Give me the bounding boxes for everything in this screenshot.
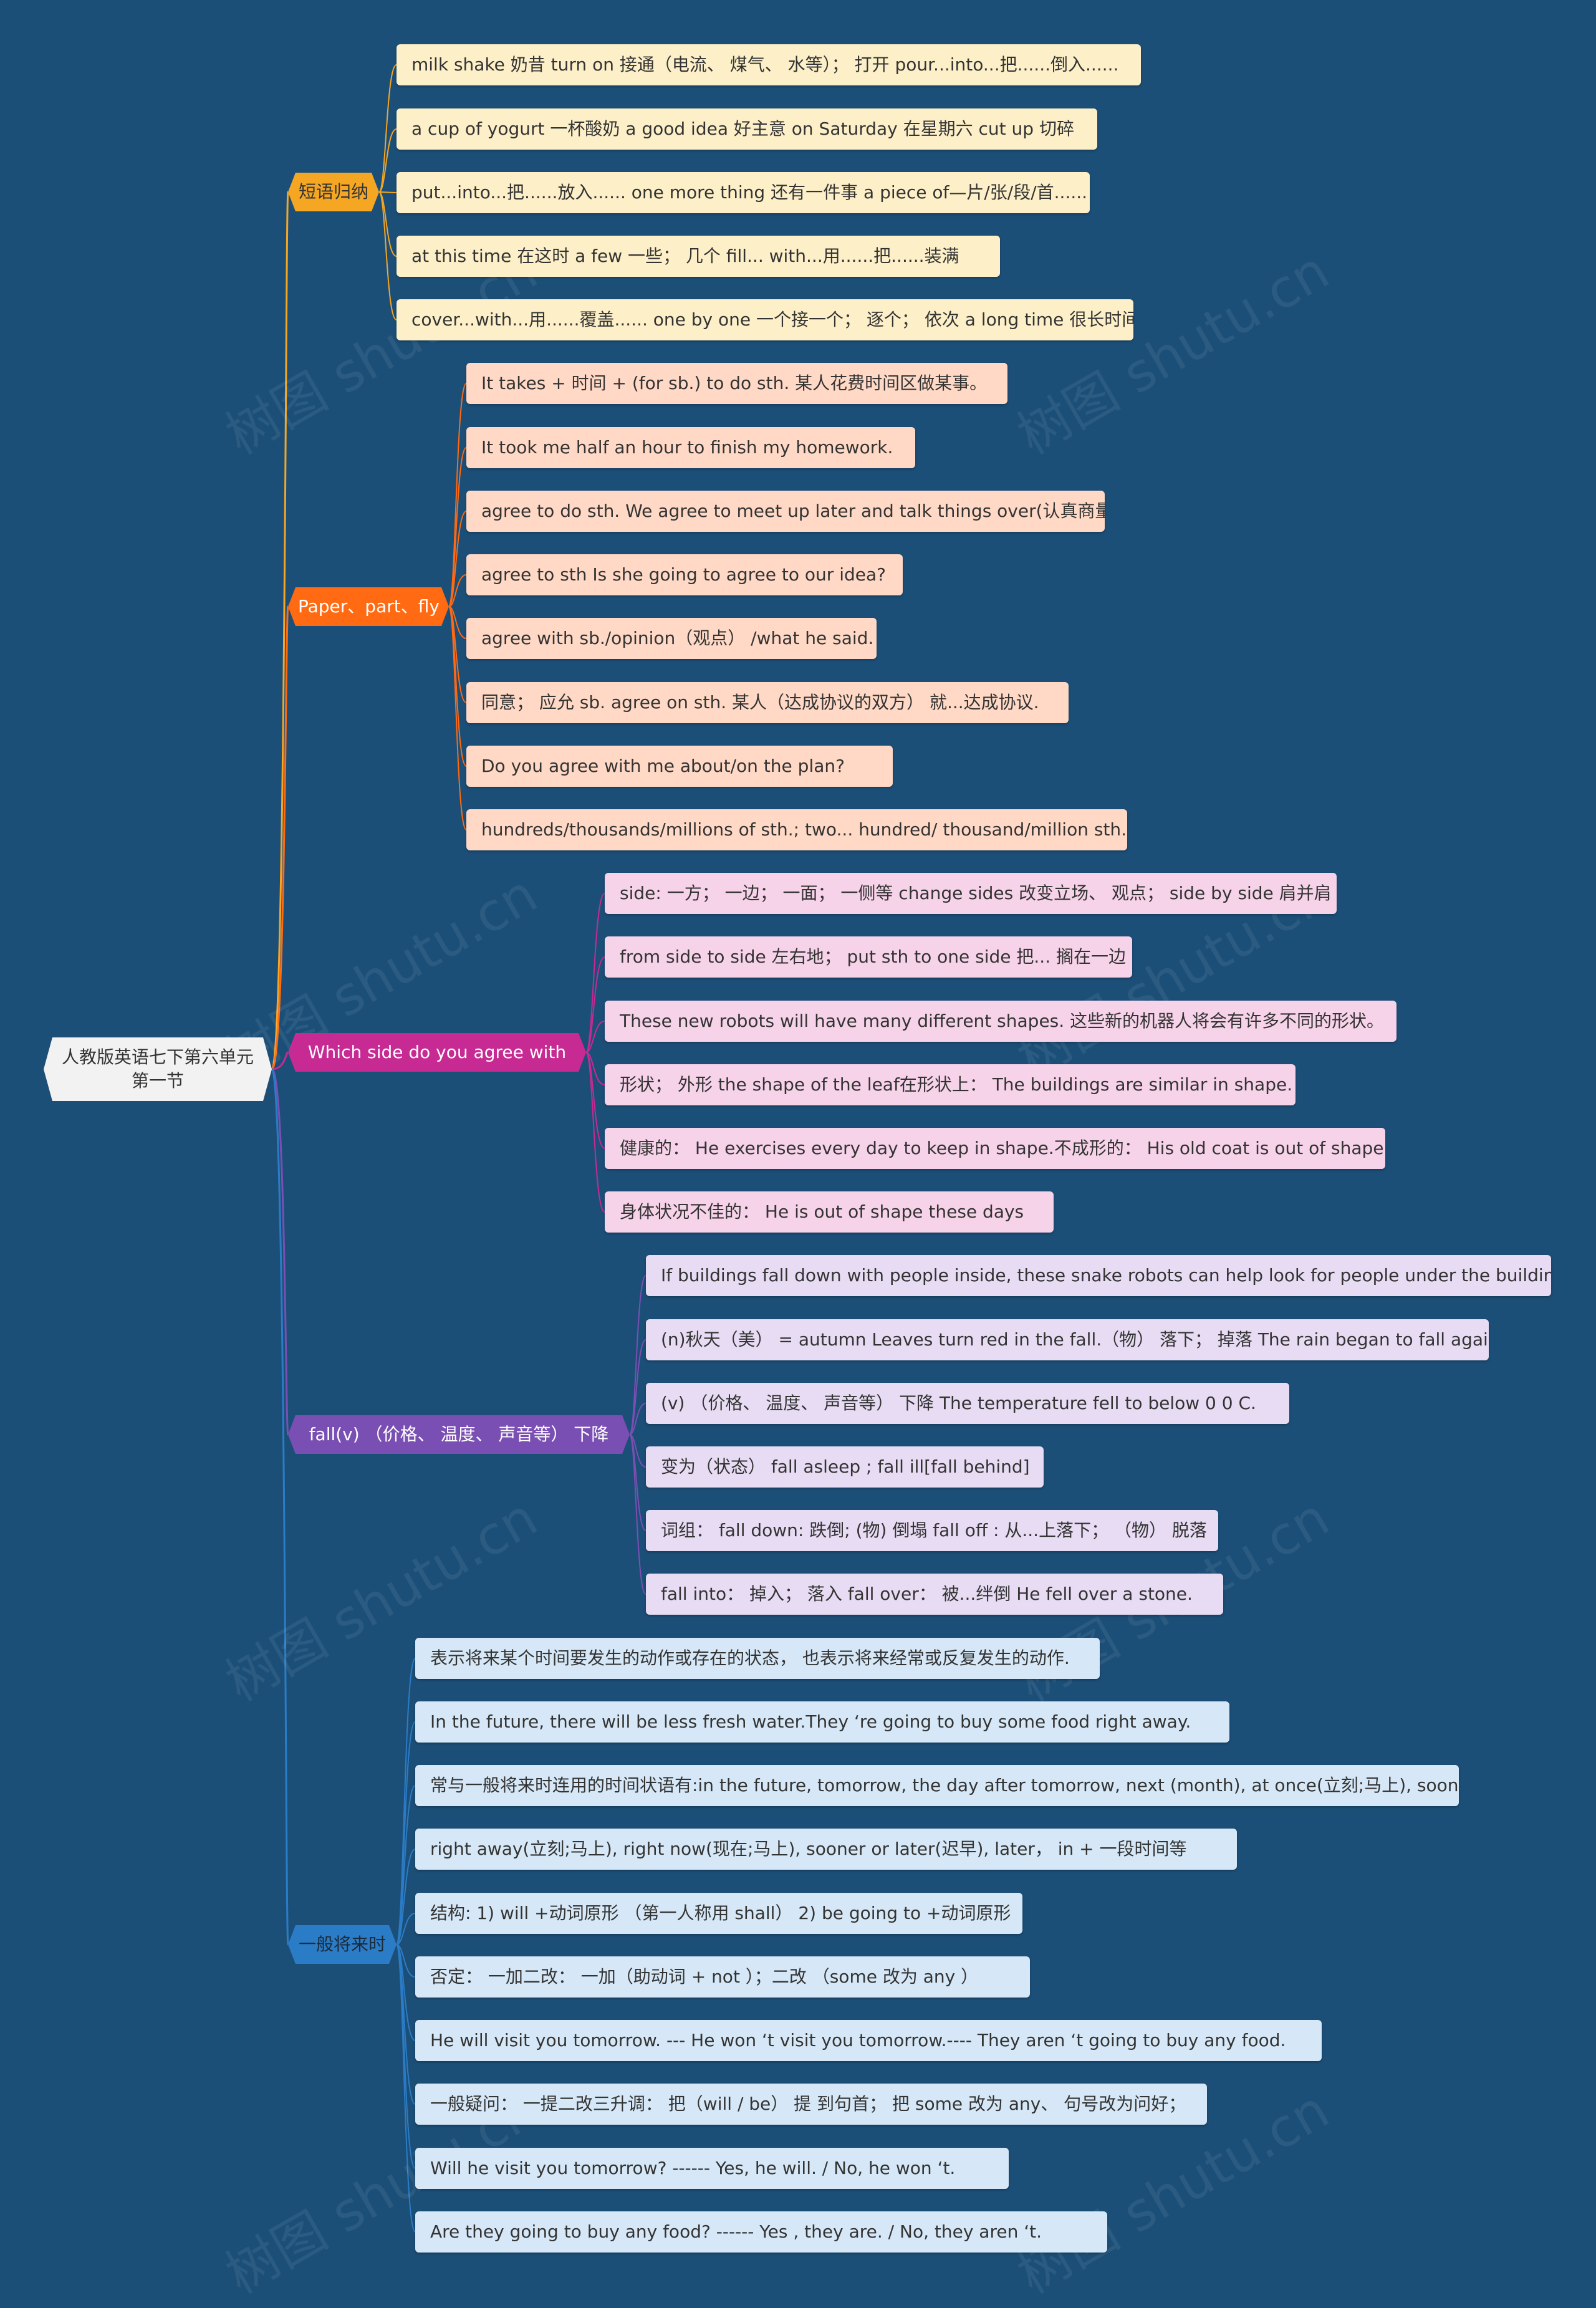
- leaf-node[interactable]: He will visit you tomorrow. --- He won ‘…: [415, 2020, 1322, 2061]
- branch-fall[interactable]: fall(v) （价格、 温度、 声音等） 下降: [288, 1415, 630, 1454]
- root-node[interactable]: 人教版英语七下第六单元第一节: [44, 1037, 272, 1101]
- branch-simple-future[interactable]: 一般将来时: [288, 1925, 397, 1964]
- branch-leaf-connector: [448, 606, 467, 639]
- root-node-label: 人教版英语七下第六单元第一节: [61, 1047, 254, 1091]
- leaf-node[interactable]: (v) （价格、 温度、 声音等） 下降 The temperature fel…: [646, 1383, 1289, 1424]
- leaf-node[interactable]: 同意； 应允 sb. agree on sth. 某人（达成协议的双方） 就..…: [466, 682, 1069, 723]
- leaf-node[interactable]: 健康的： He exercises every day to keep in s…: [605, 1128, 1385, 1169]
- branch-leaf-connector: [396, 1849, 416, 1945]
- leaf-node[interactable]: If buildings fall down with people insid…: [646, 1255, 1551, 1296]
- branch-leaf-connector: [396, 1785, 416, 1945]
- root-branch-connector: [271, 1068, 289, 1436]
- branch-leaf-connector: [378, 191, 397, 193]
- branch-leaf-connector: [378, 128, 397, 193]
- leaf-node[interactable]: fall into： 掉入； 落入 fall over： 被...绊倒 He f…: [646, 1574, 1223, 1615]
- leaf-node[interactable]: right away(立刻;马上), right now(现在;马上), soo…: [415, 1829, 1237, 1870]
- branch-leaf-connector: [585, 956, 605, 1053]
- leaf-node[interactable]: 变为（状态） fall asleep ; fall ill[fall behin…: [646, 1446, 1044, 1488]
- leaf-node[interactable]: a cup of yogurt 一杯酸奶 a good idea 好主意 on …: [397, 108, 1097, 150]
- leaf-node[interactable]: 常与一般将来时连用的时间状语有:in the future, tomorrow,…: [415, 1765, 1459, 1806]
- branch-which-side[interactable]: Which side do you agree with: [288, 1033, 586, 1072]
- branch-leaf-connector: [448, 511, 467, 607]
- branch-leaf-connector: [396, 1944, 416, 2233]
- branch-leaf-connector: [448, 574, 467, 607]
- leaf-node[interactable]: 形状； 外形 the shape of the leaf在形状上： The bu…: [605, 1064, 1296, 1105]
- leaf-node[interactable]: 一般疑问： 一提二改三升调： 把（will / be） 提 到句首； 把 som…: [415, 2084, 1207, 2125]
- leaf-node[interactable]: put...into...把......放入...... one more th…: [397, 172, 1090, 213]
- branch-leaf-connector: [629, 1434, 647, 1595]
- leaf-node[interactable]: 表示将来某个时间要发生的动作或存在的状态， 也表示将来经常或反复发生的动作.: [415, 1638, 1100, 1679]
- leaf-node[interactable]: milk shake 奶昔 turn on 接通（电流、 煤气、 水等）； 打开…: [397, 44, 1141, 85]
- leaf-node[interactable]: In the future, there will be less fresh …: [415, 1701, 1229, 1743]
- leaf-node[interactable]: 词组： fall down: 跌倒; (物) 倒塌 fall off : 从..…: [646, 1510, 1218, 1551]
- leaf-node[interactable]: Do you agree with me about/on the plan?: [466, 746, 893, 787]
- leaf-node[interactable]: hundreds/thousands/millions of sth.; two…: [466, 809, 1127, 850]
- branch-leaf-connector: [585, 1052, 605, 1085]
- leaf-node[interactable]: It takes + 时间 + (for sb.) to do sth. 某人花…: [466, 363, 1007, 404]
- leaf-node[interactable]: These new robots will have many differen…: [605, 1001, 1396, 1042]
- branch-leaf-connector: [378, 191, 397, 320]
- leaf-node[interactable]: at this time 在这时 a few 一些； 几个 fill... wi…: [397, 236, 1000, 277]
- leaf-node[interactable]: Will he visit you tomorrow? ------ Yes, …: [415, 2148, 1009, 2189]
- branch-leaf-connector: [396, 1944, 416, 1978]
- leaf-node[interactable]: side: 一方； 一边； 一面； 一侧等 change sides 改变立场、…: [605, 873, 1337, 914]
- leaf-node[interactable]: 结构: 1) will +动词原形 （第一人称用 shall） 2) be go…: [415, 1893, 1022, 1934]
- leaf-node[interactable]: cover...with...用......覆盖...... one by on…: [397, 299, 1133, 340]
- leaf-node[interactable]: agree to do sth. We agree to meet up lat…: [466, 491, 1105, 532]
- leaf-node[interactable]: 否定： 一加二改： 一加（助动词 + not ）；二改 （some 改为 any…: [415, 1956, 1030, 1998]
- branch-leaf-connector: [629, 1403, 647, 1435]
- branch-leaf-connector: [378, 64, 397, 193]
- branch-leaf-connector: [585, 1021, 605, 1053]
- branch-leaf-connector: [448, 606, 467, 830]
- branch-leaf-connector: [629, 1339, 647, 1435]
- leaf-node[interactable]: 身体状况不佳的： He is out of shape these days: [605, 1191, 1054, 1233]
- branch-leaf-connector: [585, 1052, 605, 1149]
- branch-leaf-connector: [448, 383, 467, 607]
- leaf-node[interactable]: from side to side 左右地； put sth to one si…: [605, 936, 1132, 978]
- branch-leaf-connector: [585, 893, 605, 1053]
- branch-phrases[interactable]: 短语归纳: [288, 173, 379, 211]
- branch-leaf-connector: [448, 447, 467, 607]
- branch-leaf-connector: [629, 1275, 647, 1435]
- leaf-node[interactable]: It took me half an hour to finish my hom…: [466, 427, 915, 468]
- root-branch-connector: [271, 191, 289, 1070]
- root-branch-connector: [271, 605, 289, 1070]
- leaf-node[interactable]: (n)秋天（美） = autumn Leaves turn red in the…: [646, 1319, 1489, 1360]
- branch-leaf-connector: [396, 1913, 416, 1945]
- leaf-node[interactable]: agree with sb./opinion（观点） /what he said…: [466, 618, 877, 659]
- root-branch-connector: [271, 1068, 289, 1946]
- leaf-node[interactable]: Are they going to buy any food? ------ Y…: [415, 2211, 1107, 2253]
- branch-paper-part-fly[interactable]: Paper、part、fly: [288, 587, 449, 626]
- branch-leaf-connector: [585, 1052, 605, 1213]
- leaf-node[interactable]: agree to sth Is she going to agree to ou…: [466, 554, 903, 595]
- root-branch-connector: [271, 1051, 289, 1070]
